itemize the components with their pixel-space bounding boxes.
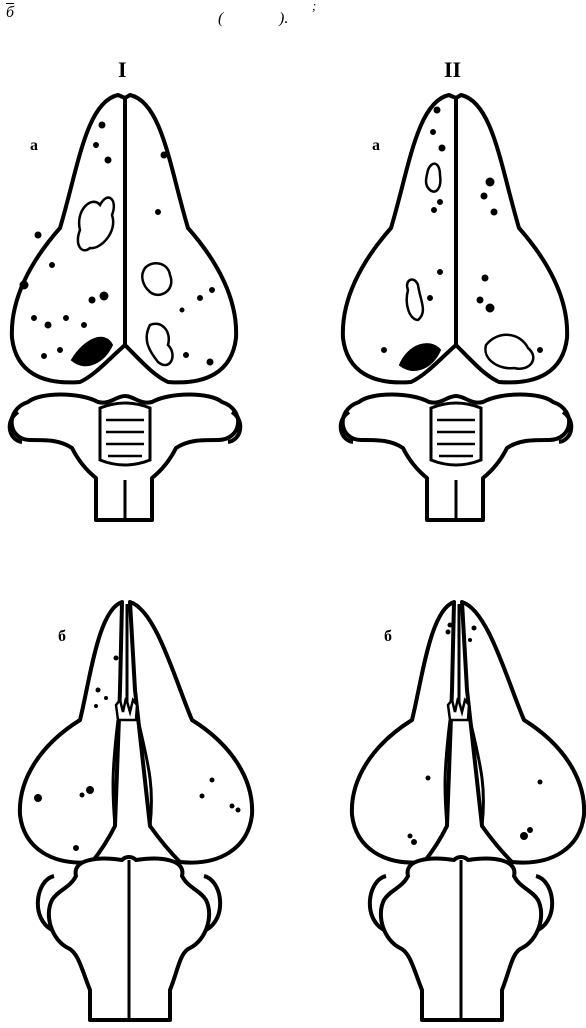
brain-ventral-1	[20, 602, 252, 1020]
brain-dorsal-1	[10, 95, 241, 520]
brain-dorsal-2	[341, 95, 572, 520]
brain-ventral-2	[352, 602, 584, 1020]
